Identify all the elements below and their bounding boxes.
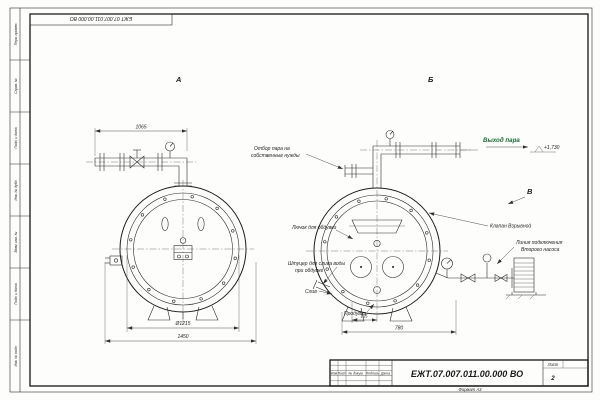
pump-line-label-2: Второго насоса [521,247,560,253]
door-bolts [323,197,431,305]
top-doc-number: ЕЖТ 07.007.011.00.000 ВО [70,15,132,21]
side-label-4: Инв. № дубл. [14,180,18,201]
blowdown-label: Продувка [344,311,366,317]
support-leg [389,306,413,322]
extraction-label-1: Отбор пара на [254,146,290,152]
col-sign: Подпись [366,371,380,375]
furnace-tube [382,256,404,278]
dim-width-780: 780 [395,326,404,332]
hatch-callout: Лючок для обдувки [291,225,354,240]
valve-icon [460,273,469,283]
door-bolts [129,195,237,303]
dim-top-width: 1065 [135,125,146,131]
col-list: Лист [337,371,347,375]
title-doc-number: ЕЖТ.07.007.011.00.000 ВО [411,369,523,379]
side-label-7: Инв. № подл. [14,345,18,366]
drain-fitting-label-2: при обдувке [295,268,324,274]
side-label-1: Перв. примен. [14,23,18,46]
col-izm: Изм [331,371,338,375]
hatch-label: Лючок для обдувки [291,225,337,231]
sheet-number: 2 [550,375,555,382]
extraction-label-2: собственные нужды [251,153,300,159]
valve-icon [129,155,138,169]
explosion-valve-label: Клапан Взрывной [490,223,531,230]
col-doc: № докум. [349,371,364,375]
vessel-a [105,180,254,324]
dim-1450: 1450 [104,262,257,344]
explosion-valve-callout: Клапан Взрывной [428,212,531,230]
pressure-gauge-icon [441,257,453,270]
format-label: Формат А3 [459,387,483,392]
vessel-b [306,140,448,324]
view-a: А 1065 [86,75,257,344]
side-label-2: Справ. № [14,78,18,94]
door-hinge [109,255,123,266]
title-block: Изм Лист № докум. Подпись Дата ЕЖТ.07.00… [329,359,589,392]
drain-fitting-label-1: Штуцер для слива воды [288,261,345,267]
col-date: Дата [380,371,390,375]
frame-side-labels: Перв. примен. Справ. № Подп. и дата Инв.… [14,23,18,367]
support-leg [147,305,171,321]
blowdown-callout: Продувка [344,303,375,317]
dim-1065: 1065 [94,125,188,156]
view-v-callout: В [507,187,533,205]
pump-line-label-1: Линия подключения [515,240,563,246]
dim-overall-width: 1450 [177,334,188,340]
pressure-gauge-icon [482,253,492,263]
dim-105: 105 [351,302,377,323]
support-leg [195,305,219,321]
side-label-3: Подп. и дата [14,127,18,148]
steam-outlet-callout: Выход пара +1,730 [483,137,560,153]
safety-valve-icon [385,130,395,139]
steam-baffle [351,219,403,234]
sheet-label: Лист [547,362,559,367]
pump-assembly [435,253,546,300]
valve-icon [494,273,502,283]
top-doc-stamp: ЕЖТ 07.007.011.00.000 ВО [29,13,173,26]
side-label-6: Подп. и дата [14,283,18,304]
dim-1215: Ø1215 [126,255,240,332]
view-v-label: В [527,187,533,196]
drain-fitting-callout: Штуцер для слива воды при обдувке [288,261,345,285]
elevation-mark: +1,730 [544,145,560,151]
lifting-slot [161,217,169,231]
view-b: Б Выход пара +1,730 [251,75,563,335]
side-label-5: Взам. инв. № [14,231,18,252]
dim-780: 780 [341,300,457,335]
dim-door-diameter: Ø1215 [174,321,190,327]
view-b-label: Б [428,75,434,84]
view-b-piping [344,130,478,188]
drain-label: Слив [305,289,317,295]
steam-outlet-label: Выход пара [483,137,520,144]
lifting-slot [197,217,205,231]
pump-line-callout: Линия подключения Второго насоса [496,240,563,265]
manometer-icon [165,141,175,152]
view-a-label: А [175,75,181,84]
drawing-frame [9,7,593,393]
view-a-piping [86,141,196,187]
extraction-callout: Отбор пара на собственные нужды [251,146,344,170]
dim-offset: 105 [361,314,369,319]
drain-callout: Слив [305,289,333,295]
furnace-tube [350,256,372,278]
